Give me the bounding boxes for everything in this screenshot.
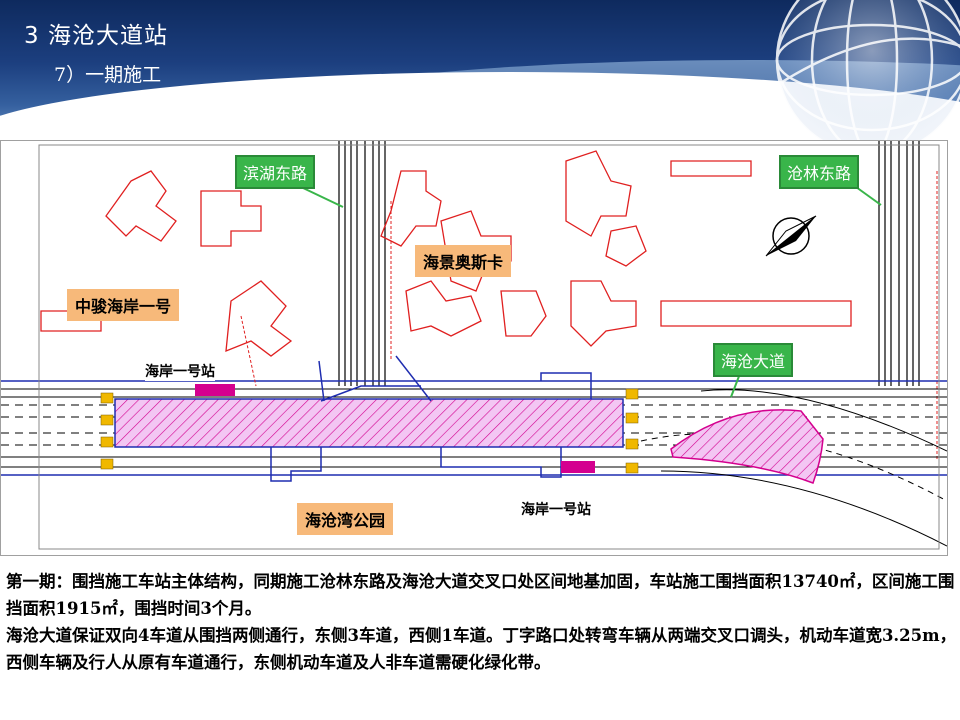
north-arrow-icon [765,215,817,257]
label-coast-station-south: 海岸一号站 [521,499,591,519]
phase-description: 第一期：围挡施工车站主体结构，同期施工沧林东路及海沧大道交叉口处区间地基加固，车… [6,568,958,676]
yellow-barrier-markers [100,388,639,474]
label-binhu-east-road: 滨湖东路 [235,155,316,189]
slide-subtitle: 7）一期施工 [54,64,162,86]
canglin-road-lines [878,141,920,386]
slide-header: 3 海沧大道站 7）一期施工 [0,0,960,140]
label-coast-station-north: 海岸一号站 [145,361,215,381]
label-haijing-oscar: 海景奥斯卡 [415,245,512,277]
label-canglin-east-road: 沧林东路 [779,155,860,189]
globe-icon [741,0,960,140]
label-zhongjun-coast-one: 中骏海岸一号 [67,289,180,321]
binhu-road-lines [338,141,386,386]
building-outlines [40,150,852,357]
interval-enclosure [670,409,824,484]
station-entrance-south [561,461,595,473]
site-plan-map: 滨湖东路 沧林东路 海景奥斯卡 中骏海岸一号 海沧大道 海沧湾公园 海岸一号站 … [0,140,948,556]
description-phase-one: 第一期：围挡施工车站主体结构，同期施工沧林东路及海沧大道交叉口处区间地基加固，车… [6,572,955,618]
slide-title: 3 海沧大道站 [24,23,168,49]
label-haicang-bay-park: 海沧湾公园 [297,503,394,535]
site-plan-drawing [1,141,947,555]
station-enclosure [114,398,624,448]
label-haicang-avenue: 海沧大道 [713,343,794,377]
station-entrance-north [195,384,235,396]
description-traffic: 海沧大道保证双向4车道从围挡两侧通行，东侧3车道，西侧1车道。丁字路口处转弯车辆… [6,626,957,672]
